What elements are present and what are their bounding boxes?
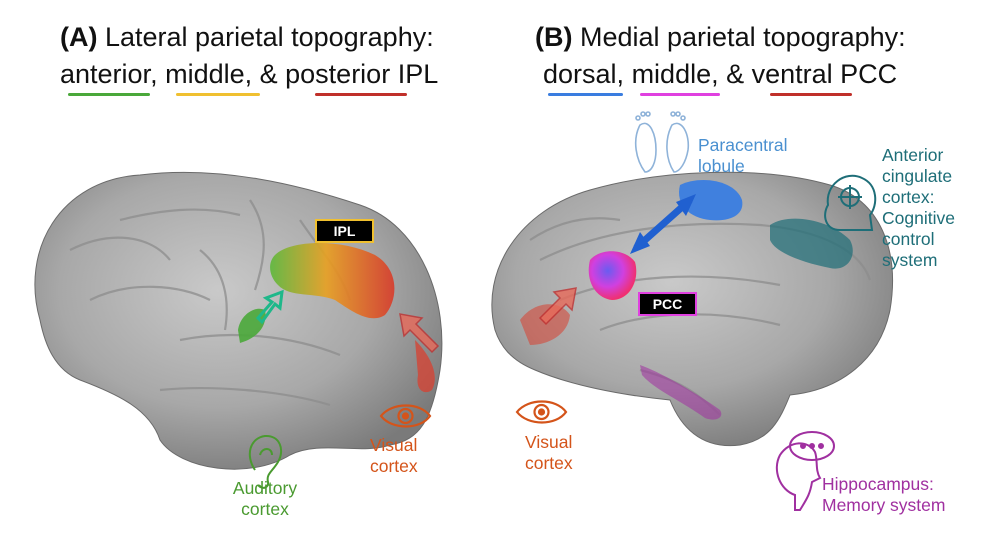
hippocampus-label: Hippocampus: Memory system: [822, 474, 946, 515]
anterior-word: anterior: [60, 59, 151, 89]
visual-cortex-label-a: Visual cortex: [370, 435, 418, 476]
panel-b-title-text: Medial parietal topography:: [572, 22, 906, 52]
panel-b-subtitle: dorsal, middle, & ventral PCC: [543, 57, 897, 91]
eye-icon: [379, 404, 432, 428]
anterior-underline: [68, 93, 150, 96]
panel-a-subtitle: anterior, middle, & posterior IPL: [60, 57, 438, 91]
panel-b-title: (B) Medial parietal topography:: [535, 20, 906, 54]
separator: , &: [244, 59, 286, 89]
acc-label: Anterior cingulate cortex: Cognitive con…: [882, 145, 955, 270]
posterior-underline: [315, 93, 407, 96]
lateral-brain: [34, 171, 443, 470]
ventral-word: ventral: [751, 59, 833, 89]
middle-underline: [176, 93, 260, 96]
separator: ,: [616, 59, 632, 89]
ventral-underline: [770, 93, 852, 96]
panel-b-letter: (B): [535, 22, 573, 52]
posterior-word: posterior: [285, 59, 391, 89]
head-gears-icon: [824, 174, 877, 231]
separator: ,: [150, 59, 166, 89]
ear-icon: [248, 434, 283, 489]
pcc-label-box: PCC: [638, 292, 697, 316]
auditory-cortex-label: Auditory cortex: [232, 478, 298, 519]
visual-cortex-label-b: Visual cortex: [525, 432, 573, 473]
middle-word: middle: [165, 59, 245, 89]
ipl-word: IPL: [390, 59, 439, 89]
dorsal-word: dorsal: [543, 59, 617, 89]
eye-icon: [515, 400, 568, 424]
panel-a-title: (A) Lateral parietal topography:: [60, 20, 434, 54]
dorsal-underline: [548, 93, 623, 96]
panel-a-letter: (A): [60, 22, 98, 52]
pcc-word: PCC: [832, 59, 898, 89]
middle-underline-b: [640, 93, 720, 96]
paracentral-lobule-label: Paracentral lobule: [698, 135, 788, 176]
middle-word-b: middle: [631, 59, 712, 89]
feet-icon: [634, 111, 690, 173]
panel-a-title-text: Lateral parietal topography:: [97, 22, 434, 52]
separator: , &: [711, 59, 752, 89]
head-thought-icon: [775, 431, 835, 511]
ipl-label-box: IPL: [315, 219, 374, 243]
